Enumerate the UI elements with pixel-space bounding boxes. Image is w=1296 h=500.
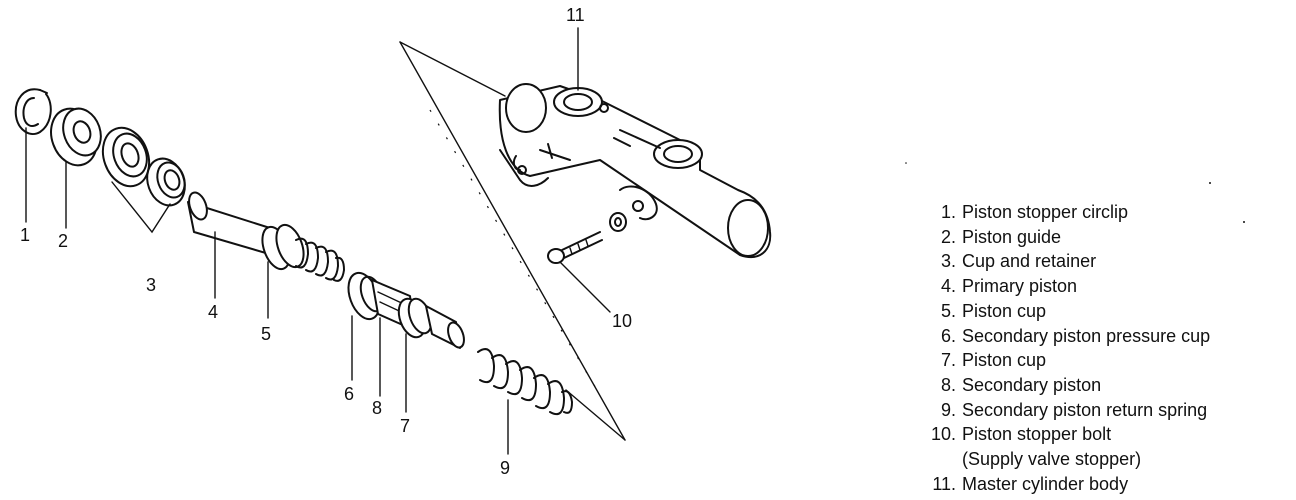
legend-item: 7. Piston cup — [916, 348, 1210, 373]
secondary-piston-part — [347, 271, 465, 349]
callout-3: 3 — [146, 275, 156, 295]
callout-4: 4 — [208, 302, 218, 322]
legend-text: Cup and retainer — [962, 251, 1097, 272]
legend-text: (Supply valve stopper) — [962, 449, 1142, 470]
legend-number: 2. — [940, 226, 956, 247]
callout-8: 8 — [372, 398, 382, 418]
callout-1: 1 — [20, 225, 30, 245]
piston-stopper-bolt-part — [547, 212, 627, 264]
legend-item: 4. Primary piston — [916, 274, 1210, 299]
legend-item: 9. Secondary piston return spring — [916, 398, 1210, 423]
cup-and-retainer-part — [101, 126, 186, 207]
callout-5: 5 — [261, 324, 271, 344]
section-divider — [399, 41, 626, 441]
primary-piston-part — [187, 191, 345, 282]
legend-number: 6. — [940, 325, 956, 346]
parts-legend: 1.Piston stopper circlip 2.Piston guide … — [916, 200, 1210, 496]
piston-guide-part — [50, 107, 102, 167]
legend-item: 1. Piston stopper circlip — [916, 200, 1210, 225]
callout-9: 9 — [500, 458, 510, 478]
callout-10: 10 — [612, 311, 632, 331]
legend-text: Piston cup — [962, 350, 1047, 371]
legend-number: 8. — [940, 374, 956, 395]
legend-text: Master cylinder body — [962, 473, 1129, 494]
master-cylinder-body-part — [498, 83, 772, 258]
legend-text: Secondary piston return spring — [962, 399, 1208, 420]
callout-numbers: 1 2 3 4 5 6 8 7 9 10 11 — [20, 5, 632, 478]
legend-item: 5. Piston cup — [916, 299, 1210, 324]
legend-item: 11. Master cylinder body — [916, 472, 1210, 497]
legend-number: 7. — [940, 350, 956, 371]
legend-item-continuation: (Supply valve stopper) — [916, 447, 1210, 472]
legend-item: 8. Secondary piston — [916, 373, 1210, 398]
legend-text: Secondary piston pressure cup — [962, 325, 1211, 346]
legend-text: Piston stopper circlip — [962, 202, 1129, 222]
legend-text: Secondary piston — [962, 374, 1102, 395]
callout-11: 11 — [566, 5, 585, 25]
legend-text: Primary piston — [962, 276, 1078, 297]
legend-text: Piston guide — [962, 226, 1062, 247]
legend-number: 5. — [940, 300, 956, 321]
legend-item: 6. Secondary piston pressure cup — [916, 324, 1210, 349]
return-spring-part — [477, 348, 573, 416]
callout-6: 6 — [344, 384, 354, 404]
legend-number: 3. — [940, 251, 956, 272]
leader-lines — [25, 27, 611, 455]
legend-item: 10. Piston stopper bolt — [916, 422, 1210, 447]
legend-number: 10. — [930, 424, 956, 445]
legend-text: Piston stopper bolt — [962, 424, 1112, 445]
legend-number: 9. — [940, 399, 956, 420]
callout-2: 2 — [58, 231, 68, 251]
legend-number: 4. — [940, 276, 956, 297]
callout-7: 7 — [400, 416, 410, 436]
legend-item: 2. Piston guide — [916, 225, 1210, 250]
legend-number: 11. — [932, 473, 956, 494]
piston-stopper-circlip-part — [14, 88, 52, 135]
legend-item: 3. Cup and retainer — [916, 249, 1210, 274]
legend-number: 1. — [940, 202, 956, 222]
legend-text: Piston cup — [962, 300, 1047, 321]
